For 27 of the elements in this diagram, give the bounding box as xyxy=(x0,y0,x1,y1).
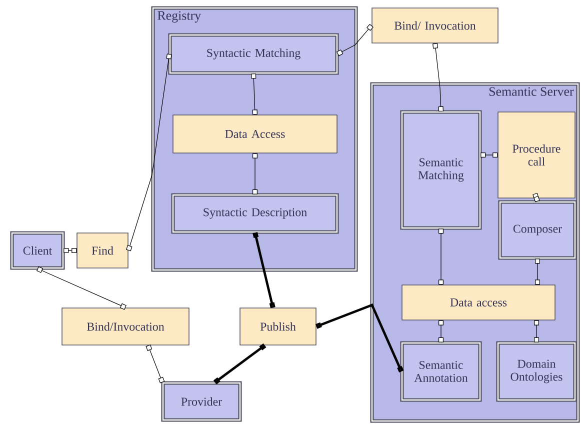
process-box: Data Access xyxy=(172,114,338,154)
process-box: Bind/ Invocation xyxy=(372,8,498,44)
double-border-box: Semantic Matching xyxy=(400,110,482,230)
connector xyxy=(146,344,165,384)
double-border-box: Client xyxy=(10,231,65,270)
connector xyxy=(64,248,77,253)
double-border-box: Composer xyxy=(498,200,577,260)
process-box: Procedure call xyxy=(498,112,576,198)
double-border-box: Semantic Annotation xyxy=(400,341,482,402)
double-border-box: Syntactic Matching xyxy=(168,33,339,75)
double-border-box: Provider xyxy=(161,381,242,422)
process-box: Bind/Invocation xyxy=(62,308,190,346)
connector xyxy=(126,54,172,252)
connector xyxy=(532,192,540,202)
connector xyxy=(251,74,258,115)
connector xyxy=(438,228,444,285)
connector xyxy=(480,152,498,158)
connector xyxy=(252,153,258,194)
double-border-box: Syntactic Description xyxy=(171,193,339,234)
process-box: Data access xyxy=(402,284,556,320)
connector xyxy=(535,258,540,285)
double-border-box: Domain Ontologies xyxy=(496,341,577,402)
connector xyxy=(432,43,444,112)
connector xyxy=(438,320,444,342)
process-box: Find xyxy=(76,232,128,268)
process-box: Publish xyxy=(240,308,316,346)
connector xyxy=(534,320,539,342)
